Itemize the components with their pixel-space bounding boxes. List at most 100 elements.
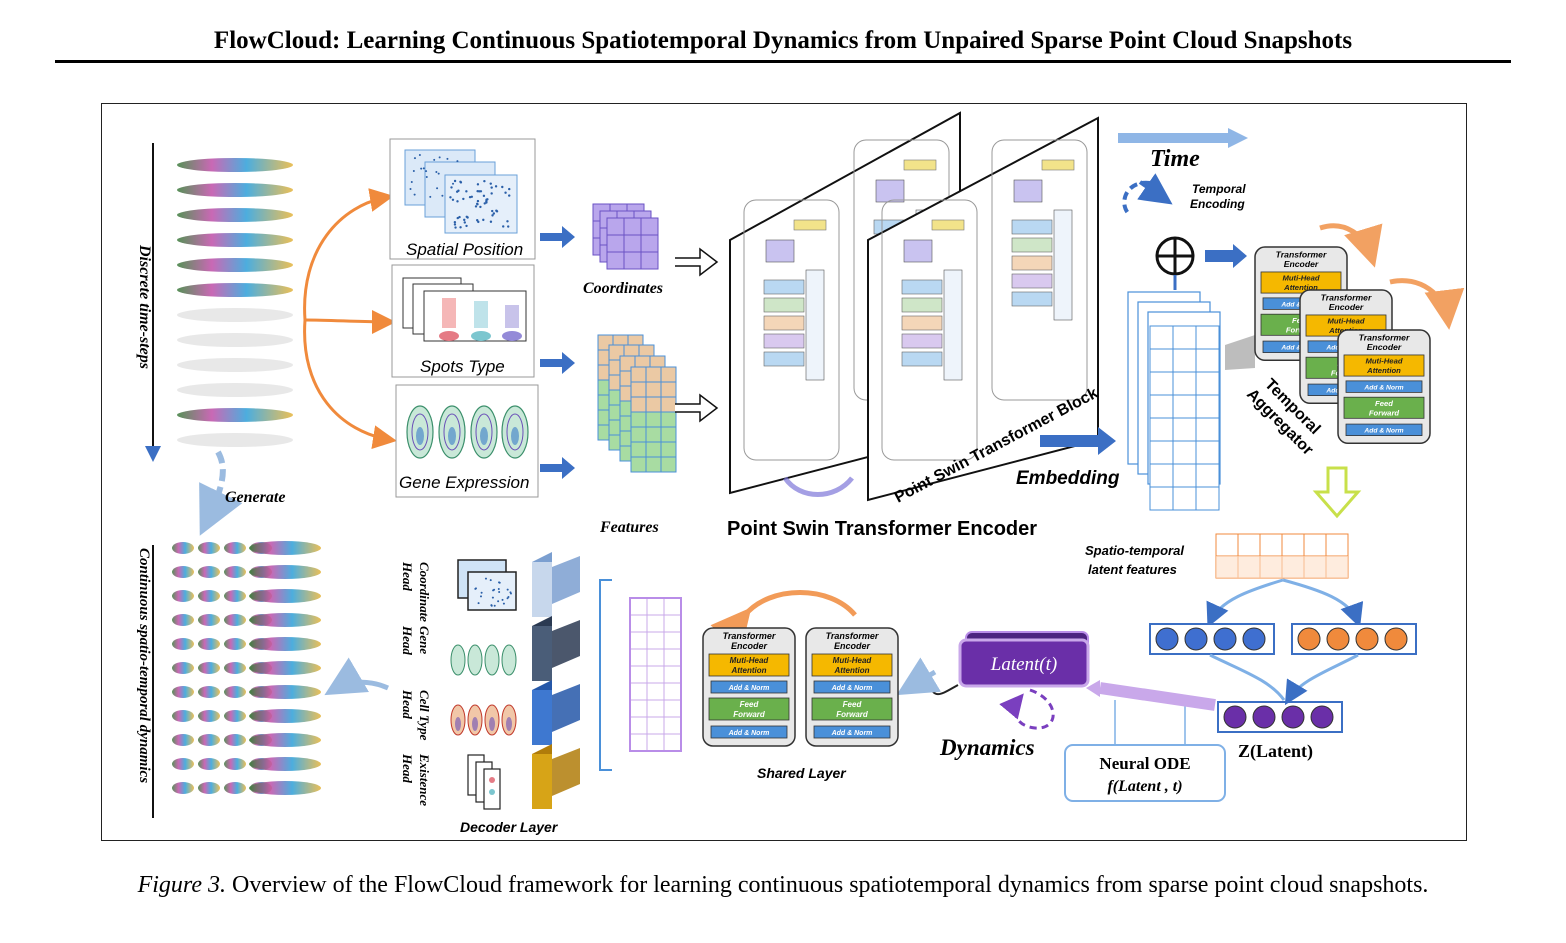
temporal-latent-vector-unit xyxy=(1384,627,1408,651)
point-cloud-slice xyxy=(249,685,321,699)
point-cloud-slice xyxy=(172,614,194,626)
scatter-point xyxy=(490,186,493,189)
point-cloud-slice xyxy=(172,638,194,650)
gene-head-blob xyxy=(484,644,500,676)
encoder-embedding-column xyxy=(805,269,825,381)
embedding-grid xyxy=(1127,291,1221,511)
scatter-point xyxy=(441,194,444,197)
feature-cell xyxy=(645,426,662,443)
point-cloud-slice xyxy=(224,734,246,746)
encoder-coordinate-block xyxy=(765,239,795,263)
latent-column-cell xyxy=(663,682,682,701)
latent-column-cell xyxy=(646,597,665,616)
encoder-feature-block xyxy=(763,351,805,367)
embedding-cell xyxy=(1172,463,1197,488)
encoder-stage-frame xyxy=(881,199,978,461)
scatter-point xyxy=(508,194,511,197)
continuous-dynamics-label: Continuous spatio-temporal dynamics xyxy=(136,548,152,783)
add-norm-block xyxy=(813,680,891,694)
point-cloud-slice xyxy=(172,710,194,722)
scatter-point xyxy=(446,157,449,160)
embedding-cell xyxy=(1195,348,1220,373)
embedding-cell xyxy=(1195,371,1220,396)
decoder-block-wing xyxy=(552,684,580,732)
attention-label: Muti-Head xyxy=(730,656,770,665)
encoder-coordinate-block xyxy=(875,179,905,203)
celltype-head-core xyxy=(489,717,495,731)
point-cloud-slice xyxy=(198,614,220,626)
point-cloud-slice xyxy=(224,566,246,578)
scatter-point xyxy=(501,598,504,601)
figure-caption: Figure 3. Overview of the FlowCloud fram… xyxy=(0,872,1566,899)
scatter-point xyxy=(456,200,459,203)
embedding-cell xyxy=(1195,440,1220,465)
embedding-cell xyxy=(1172,371,1197,396)
spatiotemporal-grid xyxy=(1215,533,1349,579)
point-cloud-slice xyxy=(249,781,321,795)
spots-type-label: Spots Type xyxy=(420,357,505,376)
encoder-feature-block xyxy=(763,315,805,331)
scatter-point xyxy=(483,179,486,183)
latent-vectors xyxy=(1149,623,1417,733)
encoder-center-coords xyxy=(1041,159,1075,171)
point-cloud-slice xyxy=(249,709,321,723)
spatial-position-panel: Spatial Position xyxy=(389,138,536,260)
latent-column-grid xyxy=(629,597,682,752)
scatter-point xyxy=(477,602,480,605)
scatter-point xyxy=(468,195,472,199)
point-cloud-slice xyxy=(249,613,321,627)
scatter-point xyxy=(501,185,504,189)
feed-forward-block xyxy=(811,697,893,721)
scatter-point xyxy=(410,181,413,184)
add-norm-label: Add & Norm xyxy=(831,730,873,737)
transformer-title: Transformer xyxy=(826,631,879,641)
z-latent-vector-unit xyxy=(1252,705,1276,729)
encoder-feature-block xyxy=(763,279,805,295)
embedding-cell xyxy=(1149,325,1174,350)
temporal-latent-vector-unit xyxy=(1326,627,1350,651)
scatter-point xyxy=(502,225,505,228)
scatter-point xyxy=(493,604,496,607)
scatter-point xyxy=(480,591,483,594)
attention-block xyxy=(1260,271,1342,294)
encoder-feature-block xyxy=(901,315,943,331)
encoder-input-arrows xyxy=(675,247,719,423)
feature-cell xyxy=(645,396,662,413)
decoder-head-label: Gene xyxy=(417,626,432,654)
scatter-point xyxy=(409,188,412,191)
input-branch-arrows xyxy=(303,188,397,450)
latent-t-label: Latent(t) xyxy=(990,654,1058,675)
point-cloud-slice xyxy=(177,208,293,222)
features-label: Features xyxy=(599,519,659,536)
gene-expression-core xyxy=(480,427,488,445)
point-cloud-slice xyxy=(249,565,321,579)
attention-label: Attention xyxy=(730,666,766,675)
latent-feature-cell xyxy=(1303,533,1327,557)
embedding-cell xyxy=(1195,394,1220,419)
feed-forward-label: Feed xyxy=(740,700,760,709)
feature-cell xyxy=(660,411,677,428)
celltype-head-core xyxy=(506,717,512,731)
latent-column-cell xyxy=(629,733,648,752)
latent-column-cell xyxy=(646,682,665,701)
scatter-point xyxy=(479,205,482,209)
point-cloud-slice xyxy=(198,734,220,746)
dynamics-label: Dynamics xyxy=(939,735,1035,760)
generate-label: Generate xyxy=(225,489,285,506)
decoder-head-label: Head xyxy=(400,689,415,719)
scatter-point xyxy=(453,220,457,224)
latent-column-cell xyxy=(646,631,665,650)
gene-expression-contour xyxy=(506,413,524,451)
point-cloud-slice xyxy=(249,661,321,675)
scatter-point xyxy=(465,215,468,218)
decoder-head-label: Existence xyxy=(417,753,432,806)
z-latent-vector-unit xyxy=(1223,705,1247,729)
latent-column-cell xyxy=(646,699,665,718)
transformer-title: Transformer xyxy=(1359,333,1410,343)
time-label: Time xyxy=(1150,146,1200,172)
point-cloud-slice xyxy=(177,408,293,422)
shared-layer: TransformerEncoderMuti-HeadAttentionAdd … xyxy=(702,627,899,747)
latent-column-cell xyxy=(646,648,665,667)
point-cloud-slice xyxy=(224,590,246,602)
scatter-point xyxy=(429,195,432,198)
